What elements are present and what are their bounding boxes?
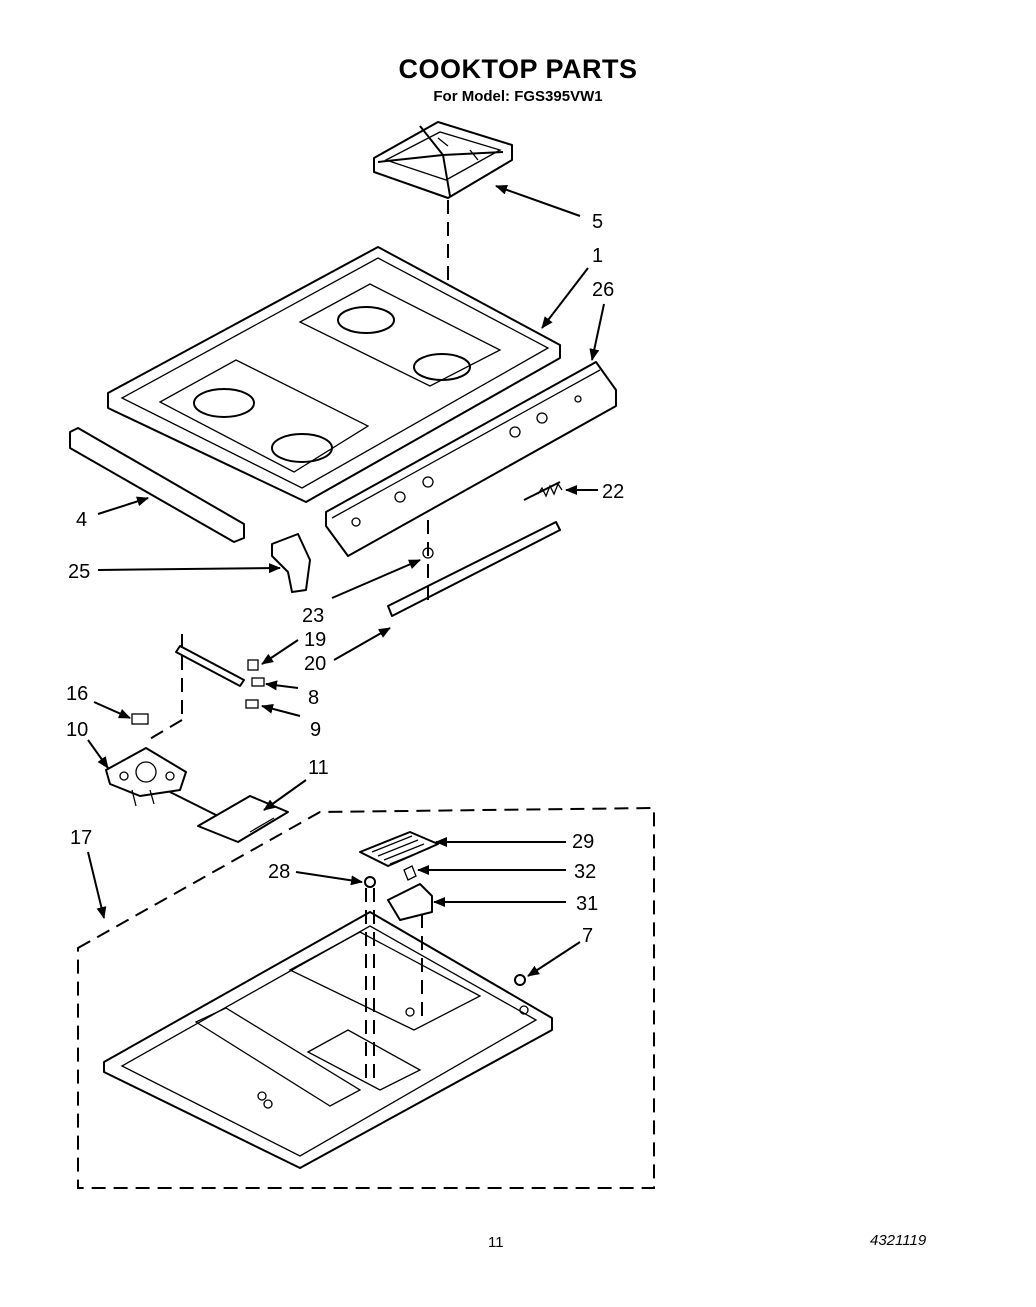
callout-4: 4	[76, 509, 87, 531]
callout-32: 32	[574, 861, 596, 883]
callout-1: 1	[592, 245, 603, 267]
leader-lines	[87, 184, 605, 977]
callout-7: 7	[582, 925, 593, 947]
callout-20: 20	[304, 653, 326, 675]
callout-19: 19	[304, 629, 326, 651]
lid-spring-icon	[523, 481, 563, 501]
hinge-bracket-icon	[131, 645, 265, 725]
mounting-plate-icon	[169, 791, 289, 843]
callout-16: 16	[66, 683, 88, 705]
callout-10: 10	[66, 719, 88, 741]
burner-box-icon	[103, 911, 553, 1169]
support-rod-icon	[387, 521, 561, 617]
callout-8: 8	[308, 687, 319, 709]
end-cap-icon	[271, 533, 311, 593]
burner-valve-icon	[105, 747, 187, 807]
callout-26: 26	[592, 279, 614, 301]
callout-29: 29	[572, 831, 594, 853]
callout-25: 25	[68, 561, 90, 583]
callout-28: 28	[268, 861, 290, 883]
screw-icon	[514, 974, 526, 986]
callout-17: 17	[70, 827, 92, 849]
burner-grate-icon	[373, 121, 513, 199]
front-trim-icon	[69, 427, 245, 543]
callout-23: 23	[302, 605, 324, 627]
callout-labels: 5 1 26 22 4 25 23 19 20 8 16 9 10 11 17 …	[66, 211, 624, 947]
page-title: COOKTOP PARTS	[398, 54, 638, 84]
callout-9: 9	[310, 719, 321, 741]
screw-icon	[364, 876, 376, 888]
callout-5: 5	[592, 211, 603, 233]
callout-31: 31	[576, 893, 598, 915]
document-number: 4321119	[870, 1232, 927, 1249]
burner-bracket-icon	[387, 865, 433, 921]
callout-22: 22	[602, 481, 624, 503]
heat-deflector-icon	[359, 831, 439, 867]
control-panel-icon	[325, 361, 617, 557]
page-number: 11	[488, 1234, 504, 1251]
page-subtitle: For Model: FGS395VW1	[433, 88, 603, 105]
burner-box-outline	[77, 806, 655, 1189]
callout-11: 11	[308, 757, 329, 779]
cooktop-frame-icon	[107, 246, 561, 503]
